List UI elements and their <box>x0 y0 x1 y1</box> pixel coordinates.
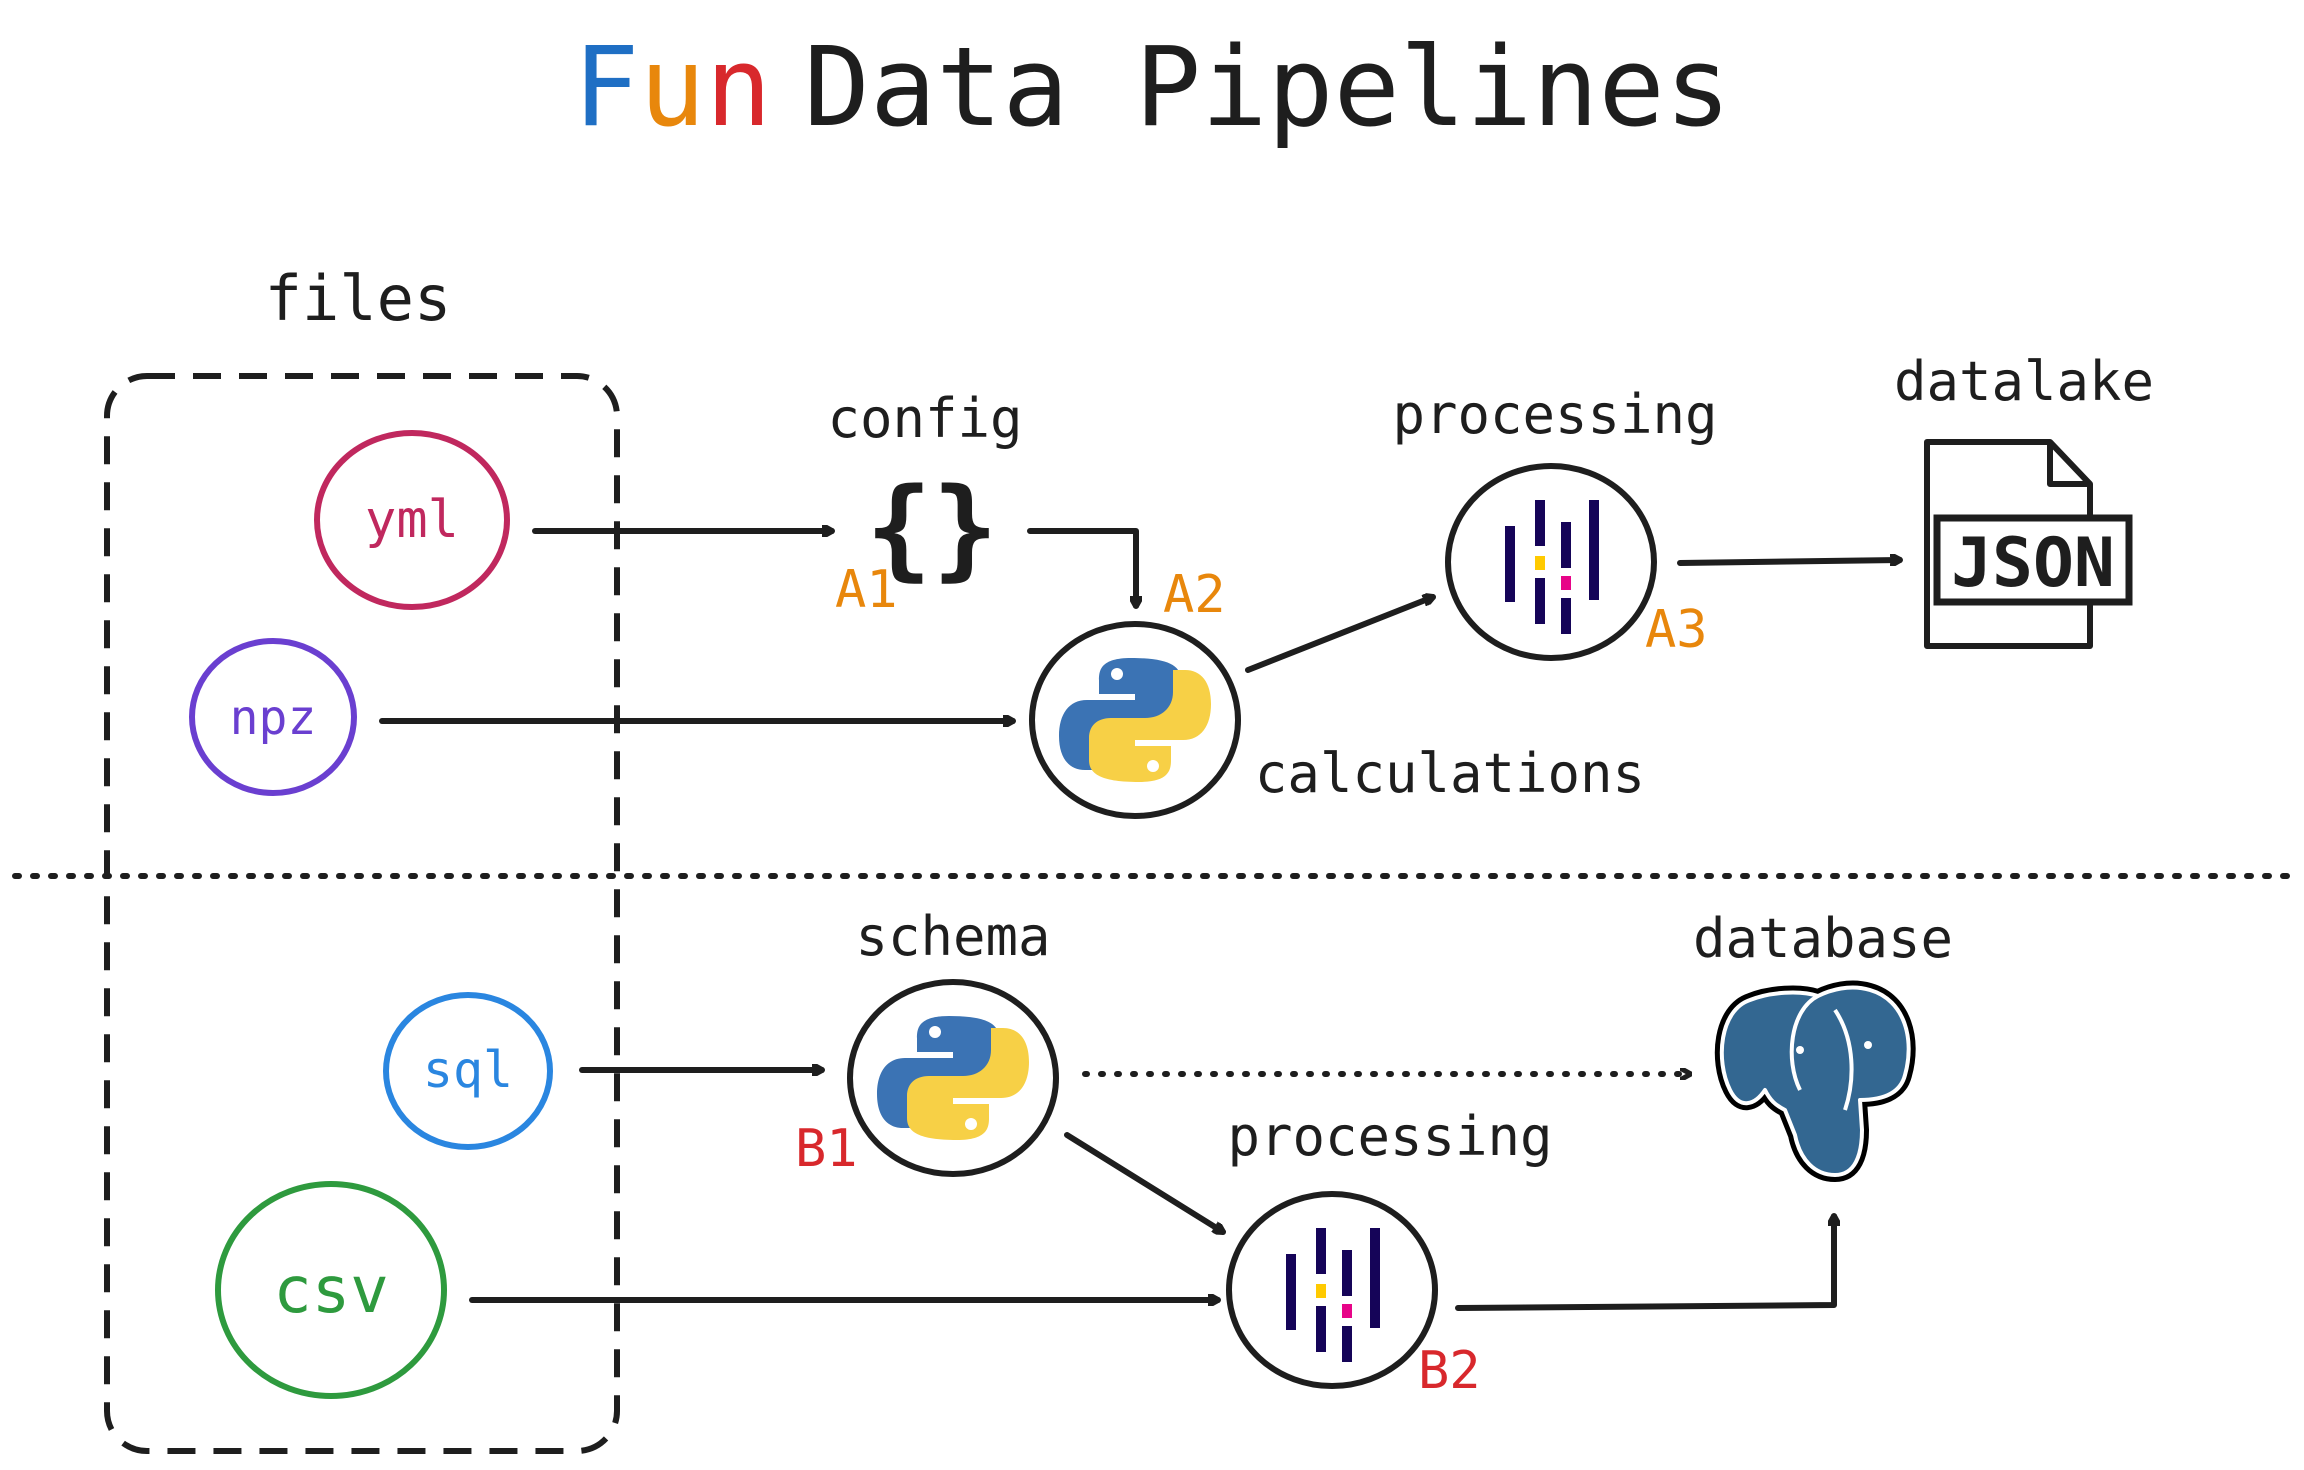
calculations-label: calculations <box>1255 742 1645 805</box>
edge-config-to-calculations <box>1027 528 1136 609</box>
config-braces-icon: {} <box>866 464 998 592</box>
processing-top-label: processing <box>1392 383 1717 446</box>
npz-label: npz <box>230 690 317 746</box>
python-icon <box>1059 658 1211 782</box>
pandas-icon <box>1286 1228 1380 1362</box>
sql-label: sql <box>423 1041 513 1099</box>
npz-node: npz <box>189 638 357 796</box>
title-rest: Data Pipelines <box>804 23 1731 151</box>
json-file-icon: JSON <box>1924 439 2133 649</box>
title-letter-u: u <box>639 23 705 151</box>
yml-label: yml <box>365 490 459 550</box>
edges <box>379 528 1903 1311</box>
edge-calculations-to-processing <box>1245 597 1433 673</box>
edge-processing-to-database <box>1455 1213 1834 1311</box>
csv-label: csv <box>273 1254 389 1328</box>
sql-node: sql <box>383 992 553 1150</box>
yml-node: yml <box>314 430 510 610</box>
postgres-elephant-icon <box>1714 980 1916 1182</box>
edge-schema-to-processing <box>1064 1132 1223 1232</box>
datalake-label: datalake <box>1894 350 2154 413</box>
files-group-box <box>104 373 620 1454</box>
processing-bottom-pandas-node <box>1226 1191 1438 1389</box>
database-label: database <box>1693 907 1953 970</box>
csv-node: csv <box>215 1181 447 1399</box>
schema-label: schema <box>855 905 1050 968</box>
schema-python-node <box>847 979 1059 1177</box>
python-icon <box>877 1016 1029 1140</box>
edge-processing-to-datalake <box>1677 560 1903 563</box>
json-text: JSON <box>1951 524 2115 603</box>
calculations-python-node <box>1029 621 1241 819</box>
step-b2: B2 <box>1418 1341 1481 1401</box>
processing-top-pandas-node <box>1445 463 1657 661</box>
processing-bottom-label: processing <box>1227 1105 1552 1168</box>
pandas-icon <box>1505 500 1599 634</box>
step-a3: A3 <box>1645 600 1708 660</box>
step-a2: A2 <box>1163 565 1226 625</box>
title-letter-f: F <box>573 23 639 151</box>
config-label: config <box>827 387 1022 450</box>
step-a1: A1 <box>835 560 898 620</box>
title-letter-n: n <box>706 23 772 151</box>
step-b1: B1 <box>795 1119 858 1179</box>
files-group-label: files <box>265 262 452 335</box>
